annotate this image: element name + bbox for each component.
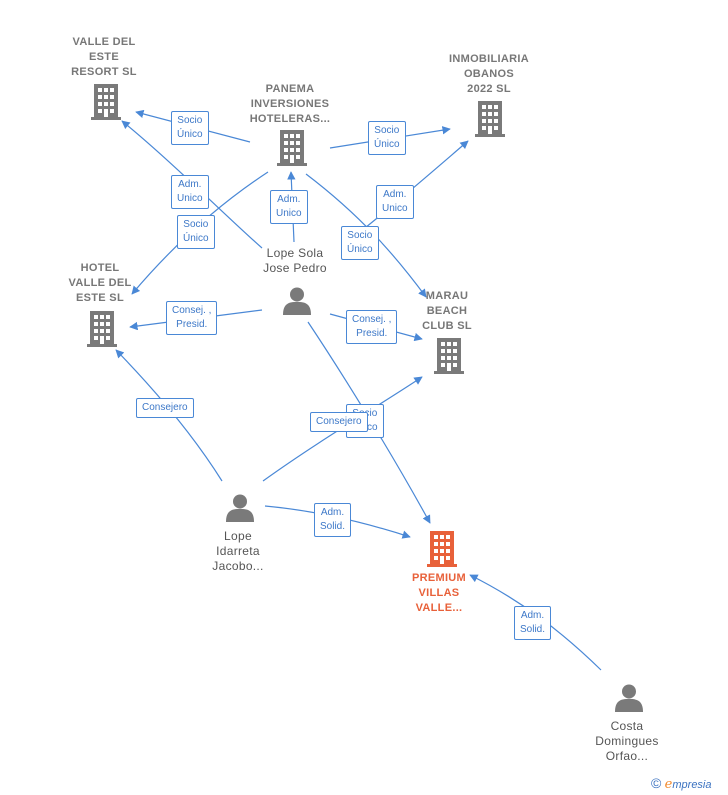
building-icon bbox=[434, 338, 464, 374]
edge-marau-obanos bbox=[359, 140, 469, 233]
node-panema-label[interactable]: PANEMA INVERSIONES HOTELERAS... bbox=[249, 83, 331, 125]
node-lope-idarreta-label[interactable]: Lope Idarreta Jacobo... bbox=[212, 529, 264, 573]
building-icon bbox=[427, 531, 457, 567]
building-icon bbox=[475, 101, 505, 137]
person-icon bbox=[283, 287, 311, 315]
building-icon bbox=[91, 84, 121, 120]
edge-label-idarreta-marau[interactable]: Consejero bbox=[310, 412, 368, 432]
node-valle-resort-label[interactable]: VALLE DEL ESTE RESORT SL bbox=[71, 36, 137, 78]
edge-label-idarreta-premium[interactable]: Adm.Solid. bbox=[314, 503, 352, 537]
person-icon bbox=[226, 494, 254, 522]
edge-label-lopesola-valle-resort[interactable]: Adm.Unico bbox=[171, 175, 209, 209]
copyright-icon: © bbox=[651, 775, 662, 791]
person-icon bbox=[615, 684, 643, 712]
building-icon bbox=[87, 311, 117, 347]
node-marau-label[interactable]: MARAU BEACH CLUB SL bbox=[422, 290, 472, 332]
edge-label-lopesola-hotel-valle[interactable]: Consej. ,Presid. bbox=[166, 301, 218, 335]
edge-label-lopesola-panema[interactable]: Adm.Unico bbox=[270, 190, 308, 224]
node-costa-label[interactable]: Costa Domingues Orfao... bbox=[595, 719, 659, 763]
building-icon bbox=[277, 130, 307, 166]
node-hotel-valle-label[interactable]: HOTEL VALLE DEL ESTE SL bbox=[68, 262, 132, 304]
edge-label-marau-obanos[interactable]: Adm.Unico bbox=[376, 185, 414, 219]
node-premium-label[interactable]: PREMIUM VILLAS VALLE... bbox=[411, 572, 467, 614]
edge-label-costa-premium[interactable]: Adm.Solid. bbox=[514, 606, 552, 640]
node-lope-sola-label[interactable]: Lope Sola Jose Pedro bbox=[263, 246, 327, 275]
edge-label-lopesola-marau[interactable]: Consej. ,Presid. bbox=[346, 310, 398, 344]
node-obanos-label[interactable]: INMOBILIARIA OBANOS 2022 SL bbox=[449, 53, 529, 95]
edge-label-idarreta-hotel-valle[interactable]: Consejero bbox=[136, 398, 194, 418]
brand-logo[interactable]: © empresia bbox=[651, 775, 712, 792]
